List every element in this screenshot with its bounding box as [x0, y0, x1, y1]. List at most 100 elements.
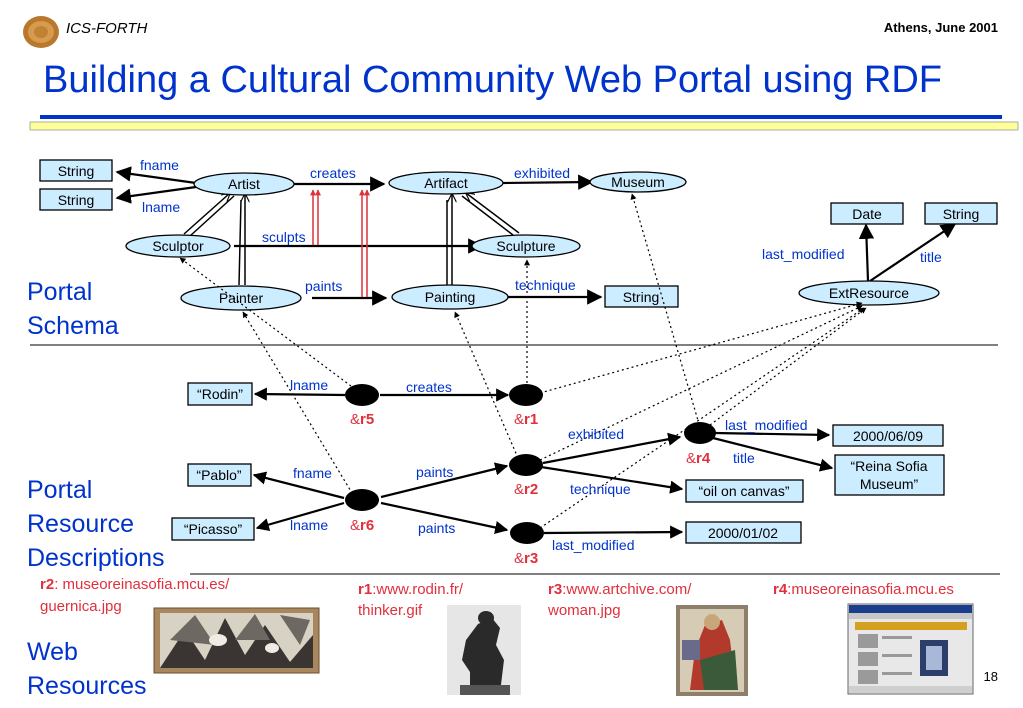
schema-property-labels: fname lname creates exhibited sculpts pa…: [140, 157, 942, 294]
class-painter: Painter: [219, 290, 264, 306]
label-r3-last-modified: last_modified: [552, 537, 635, 553]
label-r5-creates: creates: [406, 379, 452, 395]
label-r6-lname: lname: [290, 517, 328, 533]
thinker-thumbnail: [447, 605, 521, 695]
edge-lname: [115, 185, 197, 204]
label-sculpts: sculpts: [262, 229, 306, 245]
resource-r6: [345, 489, 379, 511]
resource-nodes: [345, 384, 716, 544]
literal-string-3: String: [623, 289, 660, 305]
label-creates: creates: [310, 165, 356, 181]
literal-reina-line2: Museum”: [860, 476, 919, 492]
literal-string-4: String: [943, 206, 980, 222]
resource-edge-labels: lname creates exhibited last_modified ti…: [290, 377, 808, 553]
museum-website-thumbnail: [847, 603, 974, 695]
label-r6-fname: fname: [293, 465, 332, 481]
org-name: ICS-FORTH: [66, 20, 148, 37]
literal-date: Date: [852, 206, 882, 222]
logo-icon: [23, 16, 59, 48]
class-artist: Artist: [228, 176, 260, 192]
web-resource-r1: r1:www.rodin.fr/ thinker.gif: [358, 581, 521, 695]
r3-url-line2: woman.jpg: [547, 602, 621, 619]
label-lname: lname: [142, 199, 180, 215]
instance-of-edges: [179, 193, 867, 529]
literal-string-2: String: [58, 192, 95, 208]
class-artifact: Artifact: [424, 175, 468, 191]
label-exhibited: exhibited: [514, 165, 570, 181]
section-schema-line1: Portal: [27, 278, 92, 306]
web-resource-r4: r4:museoreinasofia.mcu.es: [773, 581, 974, 695]
svg-text:r2: museoreinasofia.mcu.es/: r2: museoreinasofia.mcu.es/: [40, 576, 230, 593]
resource-r4: [684, 422, 716, 444]
section-resource-line1: Portal: [27, 476, 92, 504]
svg-text:r3:www.artchive.com/: r3:www.artchive.com/: [548, 581, 692, 598]
class-sculptor: Sculptor: [152, 238, 204, 254]
subproperty-edges: [310, 189, 370, 297]
page-title: Building a Cultural Community Web Portal…: [43, 59, 942, 101]
resource-label-r1: &r1: [514, 411, 538, 428]
literal-pablo: “Pablo”: [196, 467, 241, 483]
resource-r3: [510, 522, 544, 544]
r1-url-line2: thinker.gif: [358, 602, 423, 619]
section-schema-line2: Schema: [27, 312, 119, 340]
literal-reina-line1: “Reina Sofia: [850, 458, 927, 474]
label-r6-paints-r2: paints: [416, 464, 453, 480]
label-title: title: [920, 249, 942, 265]
resource-label-r3: &r3: [514, 550, 538, 567]
resource-r2: [509, 454, 543, 476]
literal-oil-on-canvas: “oil on canvas”: [698, 483, 789, 499]
svg-text:r4:museoreinasofia.mcu.es: r4:museoreinasofia.mcu.es: [773, 581, 954, 598]
edge-exhibited: [501, 174, 594, 190]
place-date: Athens, June 2001: [884, 20, 998, 35]
section-web-line2: Resources: [27, 672, 147, 700]
label-technique: technique: [515, 277, 576, 293]
woman-painting-thumbnail: [676, 605, 748, 696]
edge-fname: [115, 166, 197, 185]
edge-title: [869, 223, 957, 282]
subclass-edges: [183, 193, 520, 286]
literal-string-1: String: [58, 163, 95, 179]
r2-url-line2: guernica.jpg: [40, 598, 122, 615]
web-resource-r2: r2: museoreinasofia.mcu.es/ guernica.jpg: [40, 576, 320, 674]
guernica-thumbnail: [153, 607, 320, 674]
resource-r5: [345, 384, 379, 406]
class-extresource: ExtResource: [829, 285, 909, 301]
class-museum: Museum: [611, 174, 665, 190]
label-paints: paints: [305, 278, 342, 294]
title-rule-yellow: [29, 121, 1019, 131]
resource-label-r4: &r4: [686, 450, 711, 467]
resource-label-r2: &r2: [514, 481, 538, 498]
title-rule-blue: [40, 115, 1002, 119]
label-r6-paints-r3: paints: [418, 520, 455, 536]
page-number: 18: [984, 669, 998, 684]
schema-literals: String String String Date String: [39, 159, 998, 308]
section-resource-line2: Resource: [27, 510, 134, 538]
resource-literals: “Rodin” “Pablo” “Picasso” 2000/06/09 “Re…: [171, 382, 945, 544]
section-web-line1: Web: [27, 638, 78, 666]
label-last-modified: last_modified: [762, 246, 845, 262]
label-r5-lname: lname: [290, 377, 328, 393]
label-fname: fname: [140, 157, 179, 173]
label-r4-last-modified: last_modified: [725, 417, 808, 433]
literal-date-1: 2000/06/09: [853, 428, 923, 444]
literal-date-2: 2000/01/02: [708, 525, 778, 541]
literal-picasso: “Picasso”: [184, 521, 243, 537]
edge-last-modified: [858, 223, 875, 282]
resource-r1: [509, 384, 543, 406]
label-r2-technique: technique: [570, 481, 631, 497]
label-r2-exhibited: exhibited: [568, 426, 624, 442]
class-painting: Painting: [425, 289, 476, 305]
label-r4-title: title: [733, 450, 755, 466]
resource-ids: &r5 &r1 &r4 &r2 &r6 &r3: [350, 411, 711, 567]
web-resource-r3: r3:www.artchive.com/ woman.jpg: [547, 581, 748, 696]
schema-edges: [115, 166, 957, 306]
resource-label-r5: &r5: [350, 411, 374, 428]
schema-classes: Artist Artifact Museum Sculptor Sculptur…: [125, 171, 940, 311]
class-sculpture: Sculpture: [496, 238, 555, 254]
section-resource-line3: Descriptions: [27, 544, 165, 572]
literal-rodin: “Rodin”: [197, 386, 243, 402]
svg-text:r1:www.rodin.fr/: r1:www.rodin.fr/: [358, 581, 464, 598]
resource-edges: [252, 387, 834, 539]
